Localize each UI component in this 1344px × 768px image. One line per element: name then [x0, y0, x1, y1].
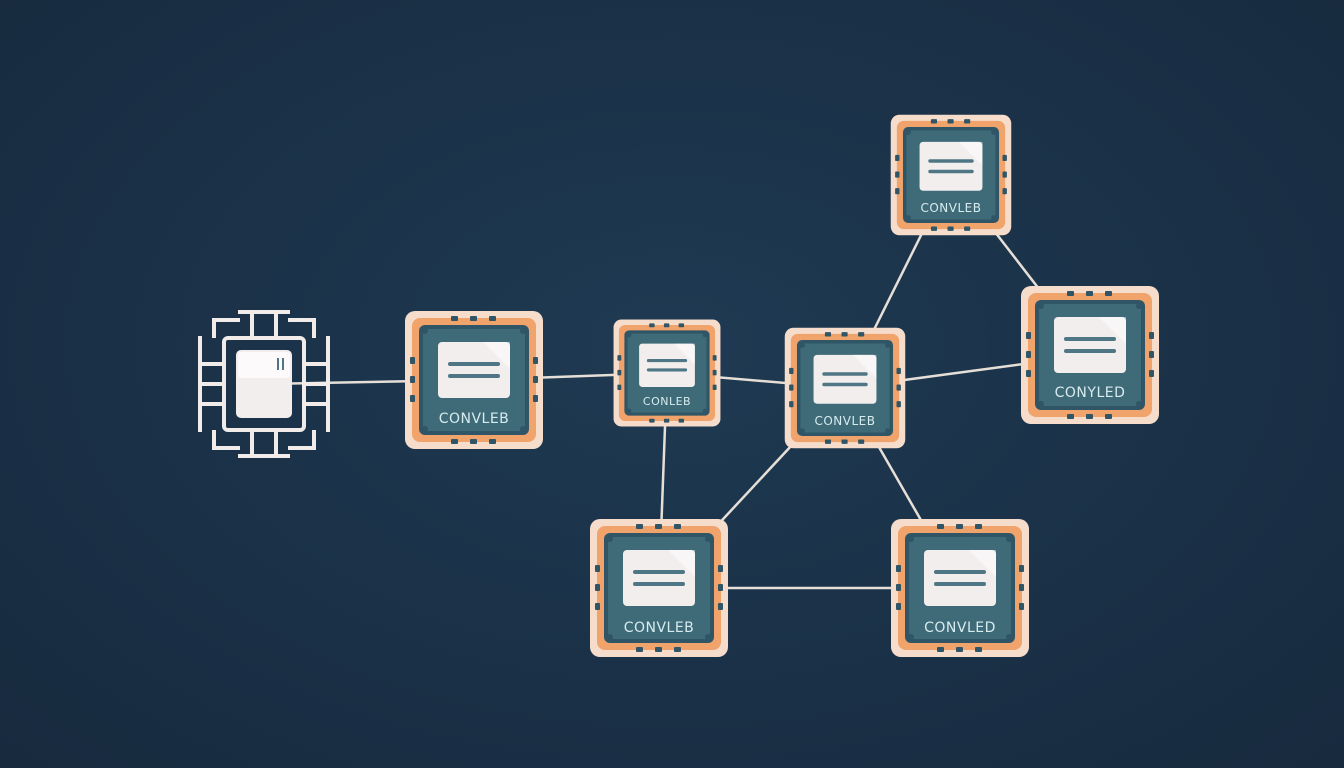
node-label: CONVLEB: [814, 414, 876, 428]
cpu-chip-icon: [198, 310, 330, 458]
module-node-7[interactable]: CONVLED: [889, 517, 1031, 659]
module-chip-icon: [890, 114, 1012, 236]
module-node-6[interactable]: CONVLEB: [588, 517, 730, 659]
module-chip-icon: [405, 311, 543, 449]
node-label: CONVLEB: [920, 201, 982, 215]
node-label: CONYLED: [1054, 385, 1126, 401]
module-chip-icon: [590, 519, 728, 657]
module-node-4[interactable]: CONVLEB: [889, 113, 1013, 237]
node-label: CONLEB: [642, 395, 692, 408]
module-node-1[interactable]: CONVLEB: [403, 309, 545, 451]
module-chip-icon: [613, 319, 721, 427]
module-chip-icon: [784, 327, 906, 449]
node-label: CONVLED: [924, 620, 996, 636]
module-node-3[interactable]: CONVLEB: [783, 326, 907, 450]
node-label: CONVLEB: [623, 620, 695, 636]
module-chip-icon: [1021, 286, 1159, 424]
module-chip-icon: [891, 519, 1029, 657]
node-label: CONVLEB: [438, 411, 510, 427]
module-node-2[interactable]: CONLEB: [612, 318, 722, 428]
processor-node[interactable]: [194, 308, 334, 460]
module-node-5[interactable]: CONYLED: [1019, 284, 1161, 426]
